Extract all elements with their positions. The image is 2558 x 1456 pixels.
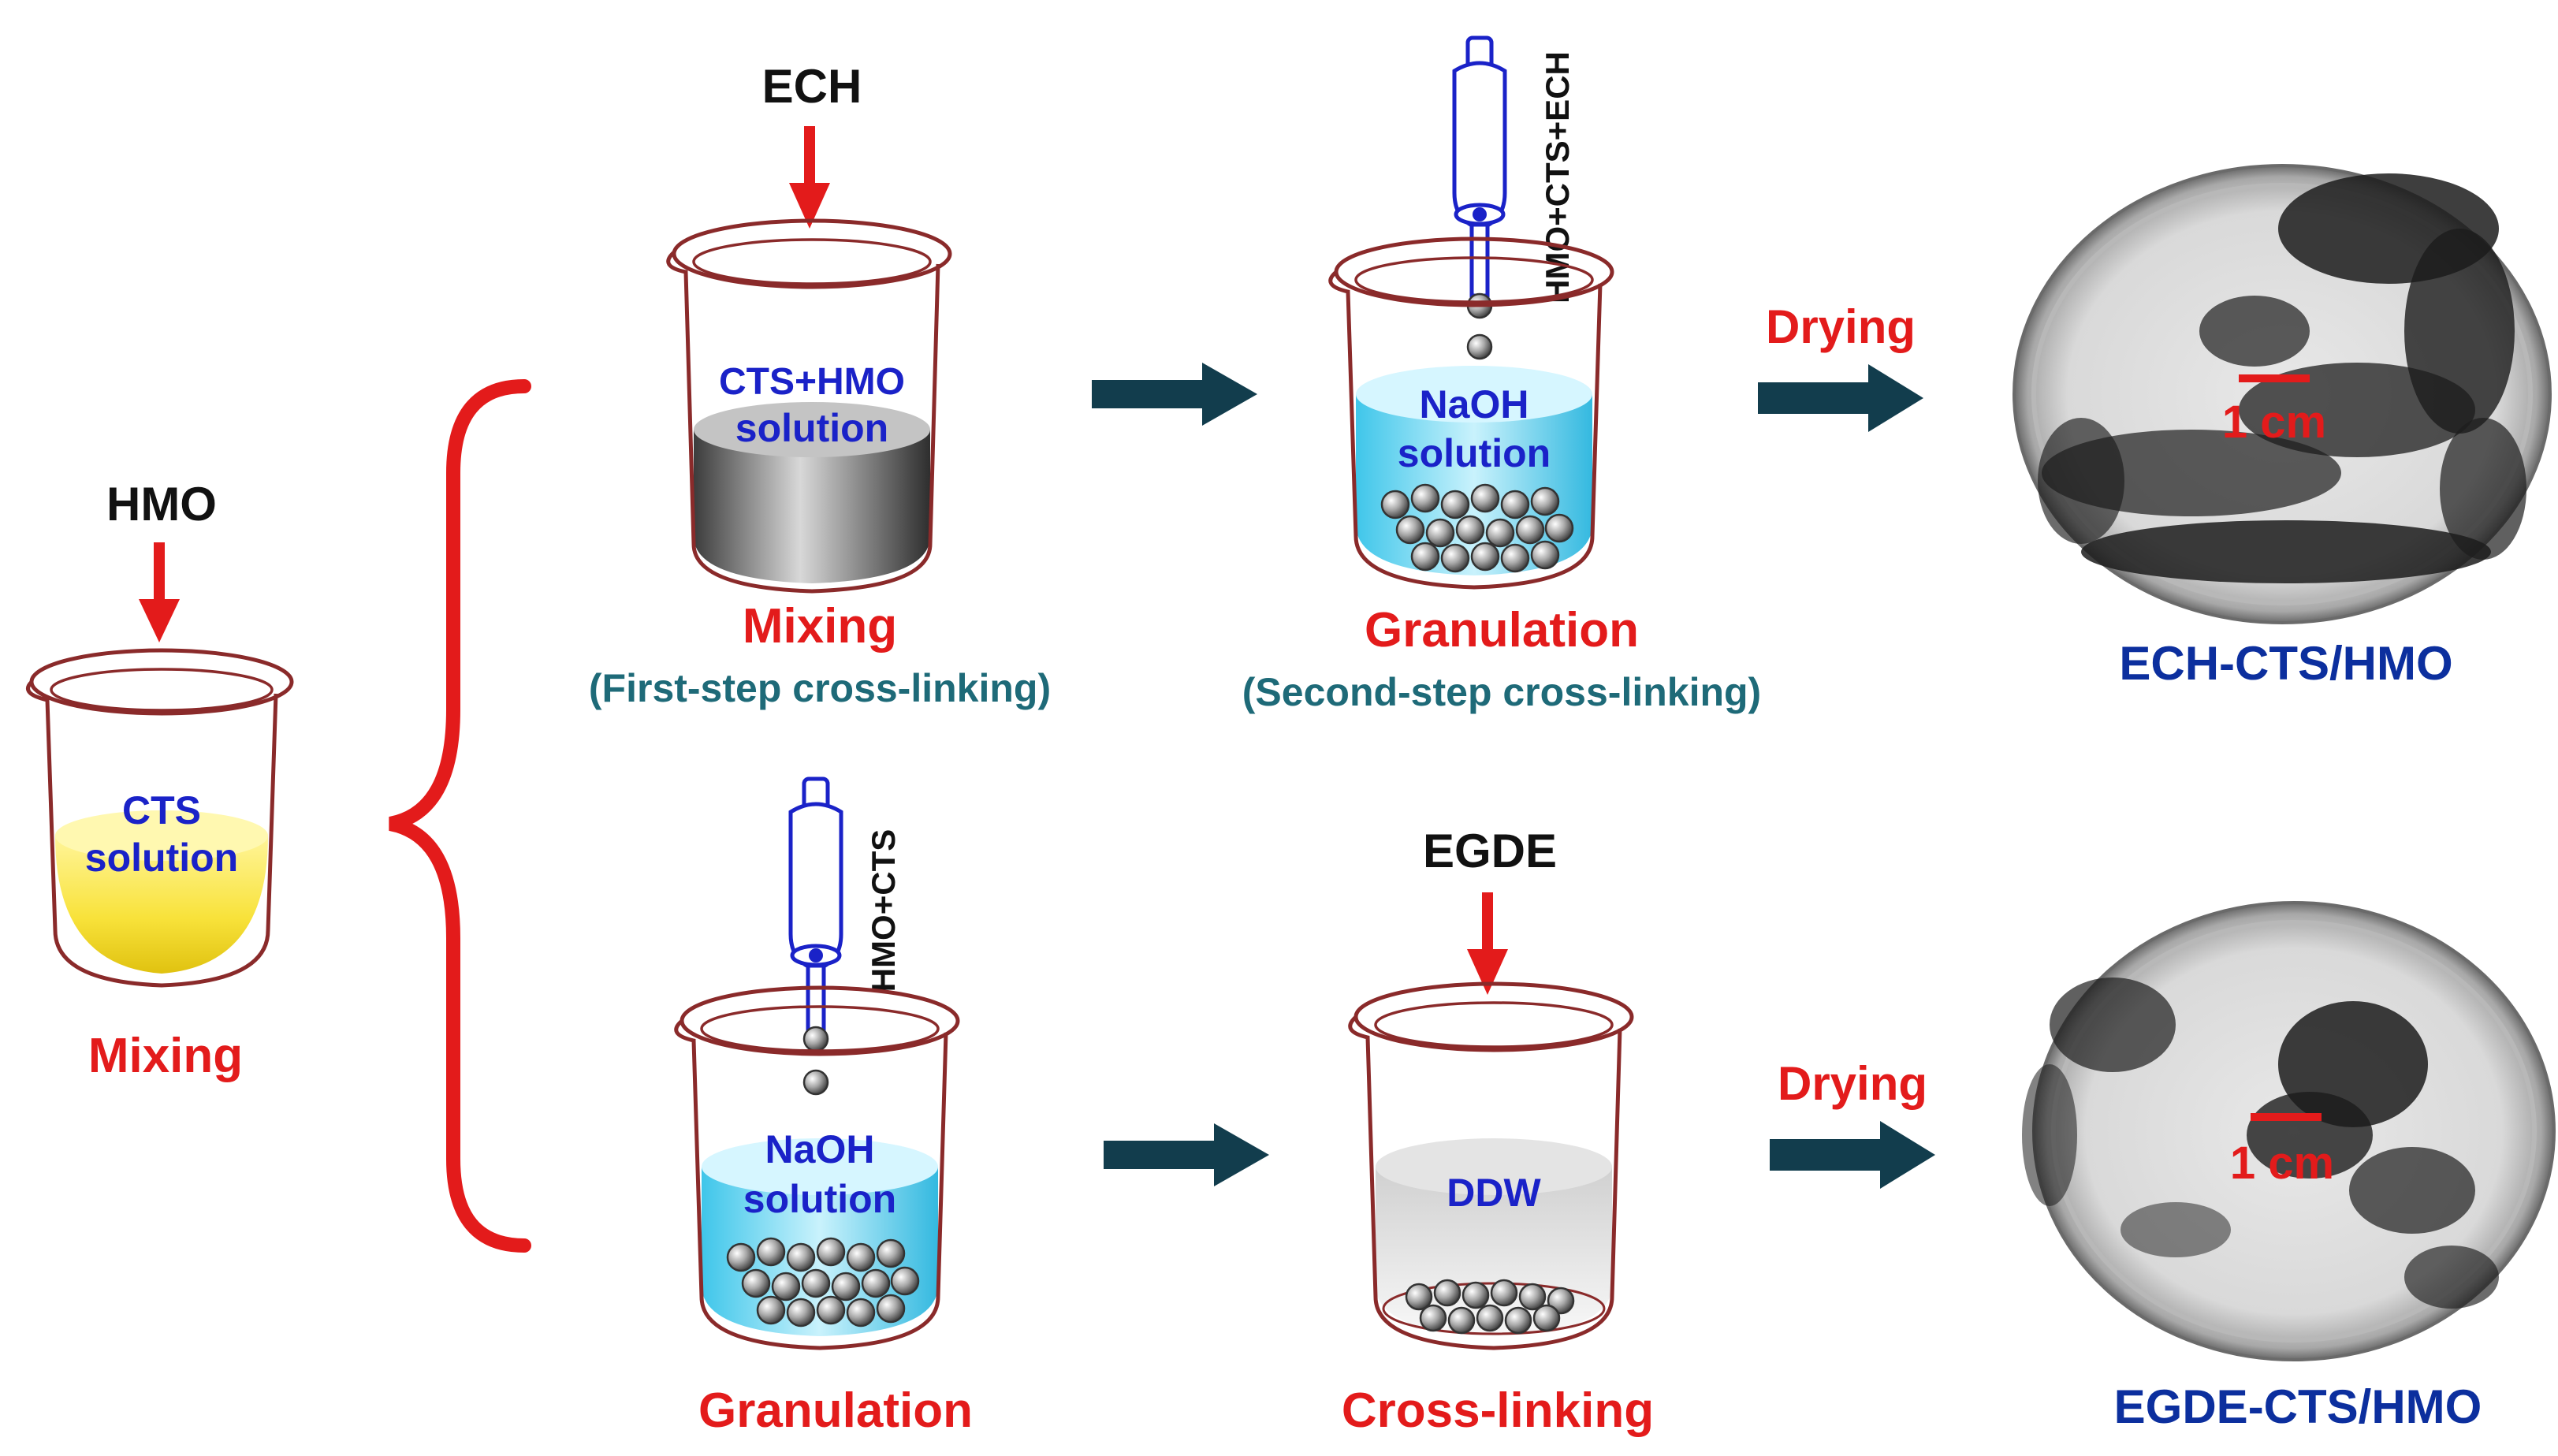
drop-bead (802, 1026, 829, 1052)
hmo-label: HMO (106, 478, 217, 531)
flow-arrow-bottom-1 (1104, 1123, 1269, 1186)
flow-arrow-top-1 (1092, 363, 1257, 426)
petri-dish-bottom (2022, 901, 2556, 1361)
product-bottom-label: EGDE-CTS/HMO (2114, 1380, 2482, 1433)
separating-funnel-bottom (788, 776, 843, 1039)
ddw-label: DDW (1447, 1171, 1541, 1215)
scale-bar-bottom (2251, 1113, 2322, 1121)
ech-label: ECH (762, 60, 862, 113)
product-top-label: ECH-CTS/HMO (2119, 637, 2452, 690)
bead-cluster-top (1380, 483, 1574, 573)
separating-funnel-top (1452, 35, 1507, 298)
egde-label: EGDE (1423, 825, 1557, 877)
crosslinking-bottom-label: Cross-linking (1342, 1383, 1654, 1438)
scale-bottom-label: 1 cm (2230, 1138, 2334, 1189)
naoh-top-label: NaOH (1420, 382, 1529, 426)
petri-dish-top (2013, 164, 2552, 624)
cts-hmo-beaker (666, 218, 952, 594)
cts-hmo-beaker-label: CTS+HMO (719, 361, 905, 403)
cts-beaker (26, 648, 294, 988)
granulation-top-label: Granulation (1365, 603, 1639, 657)
scale-bar-top (2239, 374, 2310, 382)
granulation-bottom-label: Granulation (698, 1383, 973, 1438)
naoh-bottom-label: NaOH (765, 1127, 875, 1171)
bead-cluster-bottom (726, 1237, 920, 1328)
branch-brace (389, 379, 531, 1253)
mixing-top-label: Mixing (743, 599, 897, 654)
drop-bead (802, 1069, 829, 1096)
hmo-arrow (139, 542, 180, 642)
scale-top-label: 1 cm (2222, 397, 2326, 448)
flow-arrow-top-2 (1758, 364, 1923, 432)
flow-arrow-bottom-2 (1770, 1121, 1935, 1189)
naoh-top-solution: solution (1398, 431, 1551, 475)
egde-arrow (1467, 892, 1508, 995)
bead-cluster-ddw (1405, 1279, 1575, 1335)
drying-top-label: Drying (1766, 300, 1916, 353)
funnel-bottom-label: HMO+CTS (865, 829, 902, 992)
mixing-initial-label: Mixing (88, 1029, 243, 1083)
granulation-top-note: (Second-step cross-linking) (1242, 670, 1761, 714)
cts-beaker-solution: solution (85, 836, 238, 880)
naoh-bottom-solution: solution (743, 1177, 896, 1221)
drop-bead (1466, 333, 1493, 360)
cts-hmo-beaker-solution: solution (735, 406, 888, 450)
drying-bottom-label: Drying (1778, 1057, 1927, 1110)
ech-arrow (789, 126, 830, 229)
cts-beaker-label: CTS (122, 788, 201, 832)
mixing-top-note: (First-step cross-linking) (589, 666, 1051, 710)
